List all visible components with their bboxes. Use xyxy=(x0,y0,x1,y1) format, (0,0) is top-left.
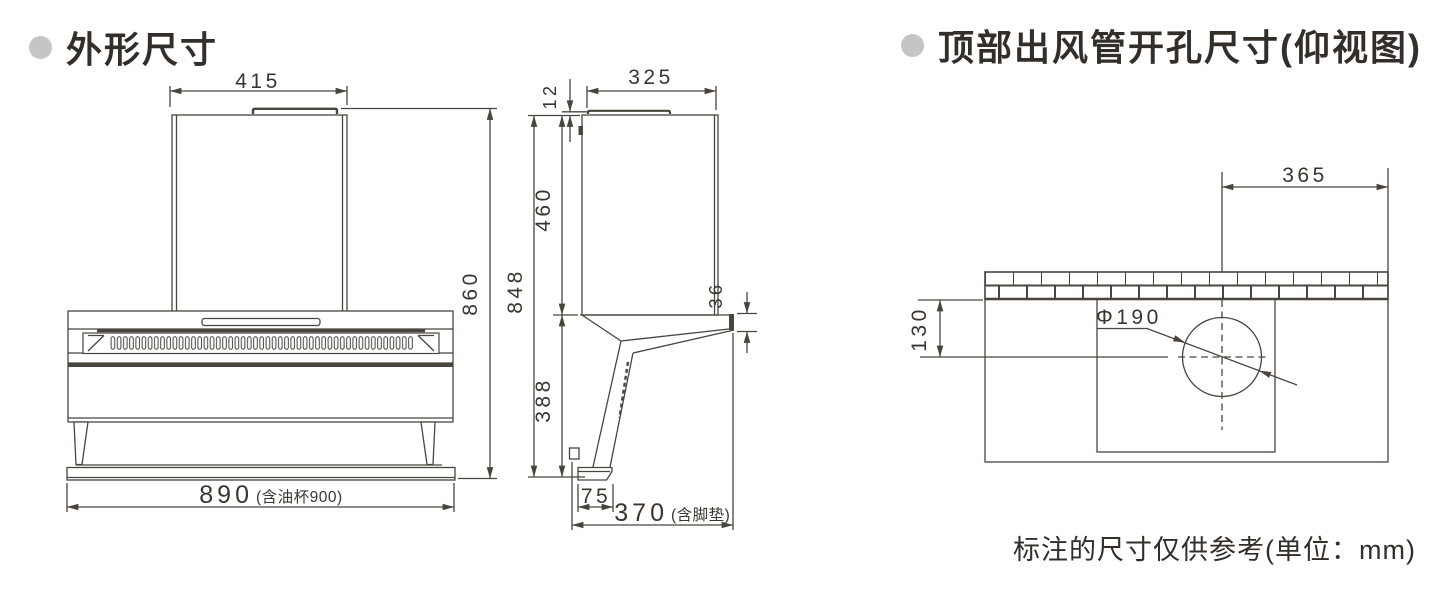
dim-label-460: 460 xyxy=(532,186,555,232)
side-dim-36 xyxy=(737,292,757,353)
dim-label-370: 370 xyxy=(614,499,668,527)
side-dim-325 xyxy=(586,86,717,110)
front-dim-860 xyxy=(341,107,497,480)
section-title-outline-dimensions: 外形尺寸 xyxy=(29,21,218,73)
side-foot xyxy=(577,466,613,481)
dim-label-415: 415 xyxy=(235,70,281,93)
top-cutout-drawing xyxy=(918,168,1389,463)
dim-label-36: 36 xyxy=(706,281,726,308)
dim-label-12: 12 xyxy=(540,82,560,109)
front-dim-890 xyxy=(66,483,455,512)
dim-label-dia-190: Φ190 xyxy=(1096,306,1162,329)
section-title-top-duct-cutout: 顶部出风管开孔尺寸(仰视图) xyxy=(901,19,1422,71)
front-top-slot xyxy=(201,317,321,327)
front-left-leg xyxy=(73,421,89,466)
dim-label-130: 130 xyxy=(908,306,931,352)
dim-label-890: 890 xyxy=(199,481,253,509)
side-foot-tab xyxy=(568,447,580,460)
side-view-drawing xyxy=(528,79,757,530)
dim-label-388: 388 xyxy=(532,377,555,423)
side-canopy-and-leg xyxy=(568,314,735,481)
front-chimney xyxy=(171,114,348,314)
side-body xyxy=(581,114,719,316)
side-bracket-mark xyxy=(578,126,583,135)
bullet-icon xyxy=(901,33,924,57)
cutout-dim-130 xyxy=(918,299,1168,358)
cutout-dia-leader xyxy=(1097,327,1298,386)
side-outlet-collar xyxy=(586,109,672,114)
front-dim-415 xyxy=(169,86,348,107)
cutout-hood-outline xyxy=(984,298,1389,463)
top-duct-cutout-title-text: 顶部出风管开孔尺寸(仰视图) xyxy=(938,27,1422,68)
dim-label-370-note: (含脚垫) xyxy=(671,506,730,524)
front-view-drawing xyxy=(66,86,497,512)
side-dim-460 xyxy=(553,115,578,316)
front-right-leg xyxy=(420,421,436,466)
dim-label-75: 75 xyxy=(581,485,611,508)
side-dim-848 xyxy=(528,114,585,478)
cutout-dim-365 xyxy=(1221,168,1389,296)
dim-label-848: 848 xyxy=(504,268,527,314)
footnote-text: 标注的尺寸仅供参考(单位：mm) xyxy=(1013,535,1416,565)
dim-label-890-note: (含油杯900) xyxy=(256,488,343,506)
side-dim-75 xyxy=(577,484,614,512)
side-dim-12 xyxy=(562,79,587,142)
side-dim-370 xyxy=(571,333,734,530)
dim-label-860: 860 xyxy=(459,270,482,316)
wall-hatch-band xyxy=(984,271,1389,300)
front-outlet-collar xyxy=(251,107,339,114)
dim-label-365: 365 xyxy=(1282,164,1328,187)
front-grille xyxy=(82,332,440,355)
bullet-icon xyxy=(29,35,52,59)
dim-label-325: 325 xyxy=(628,66,674,89)
outline-dimensions-title-text: 外形尺寸 xyxy=(66,29,219,70)
